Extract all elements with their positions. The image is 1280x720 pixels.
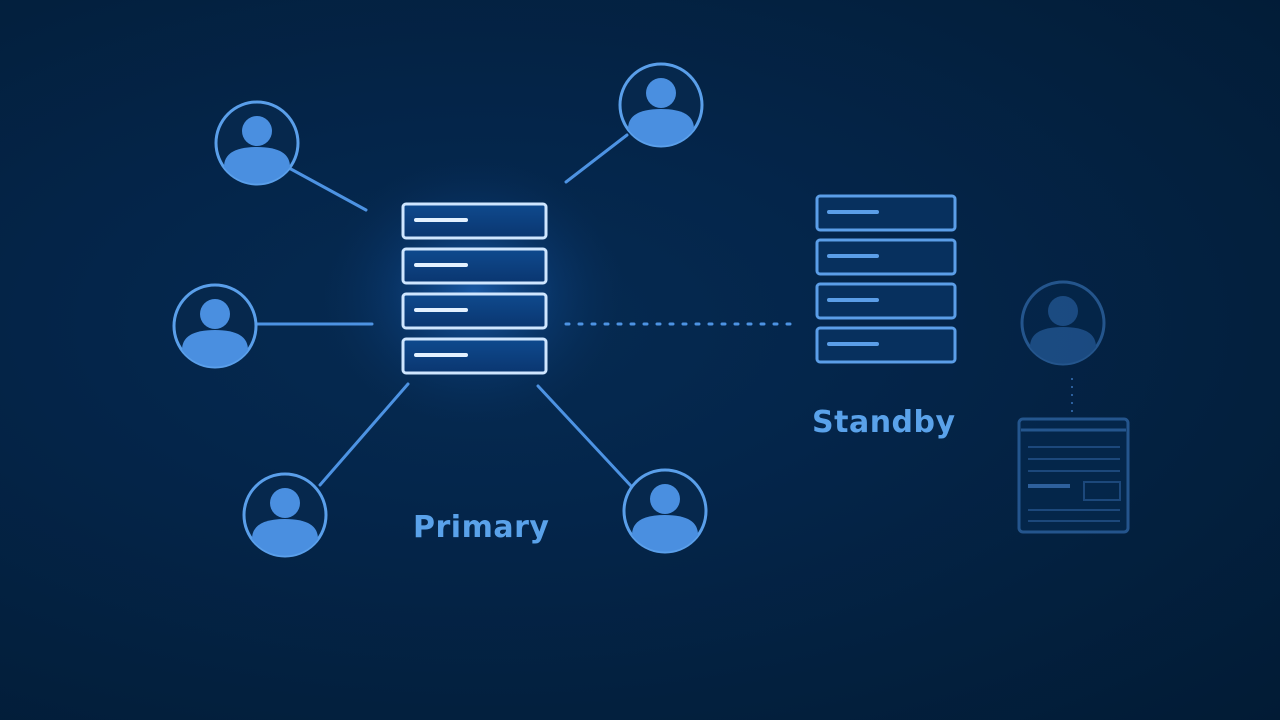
server-unit <box>815 238 957 276</box>
server-unit <box>815 282 957 320</box>
standby-label: Standby <box>812 405 956 440</box>
document-icon <box>1017 417 1130 534</box>
user-icon <box>214 100 300 186</box>
connection-line-top-right <box>564 133 629 184</box>
server-unit <box>401 247 548 285</box>
primary-server <box>401 202 548 375</box>
server-unit <box>401 337 548 375</box>
connection-line-bottom-right <box>536 384 634 489</box>
server-unit <box>401 202 548 240</box>
server-unit <box>815 194 957 232</box>
user-icon <box>618 62 704 148</box>
primary-label: Primary <box>413 510 550 545</box>
primary-glow <box>324 157 624 427</box>
connection-line-top-left <box>287 166 368 212</box>
server-unit <box>815 326 957 364</box>
standby-user-icon <box>1020 280 1106 366</box>
connection-line-bottom-left <box>318 382 410 487</box>
user-connections <box>255 133 634 489</box>
standby-server <box>815 194 957 364</box>
user-icon <box>242 472 328 558</box>
user-icon <box>622 468 708 554</box>
user-icon <box>172 283 258 369</box>
server-unit <box>401 292 548 330</box>
